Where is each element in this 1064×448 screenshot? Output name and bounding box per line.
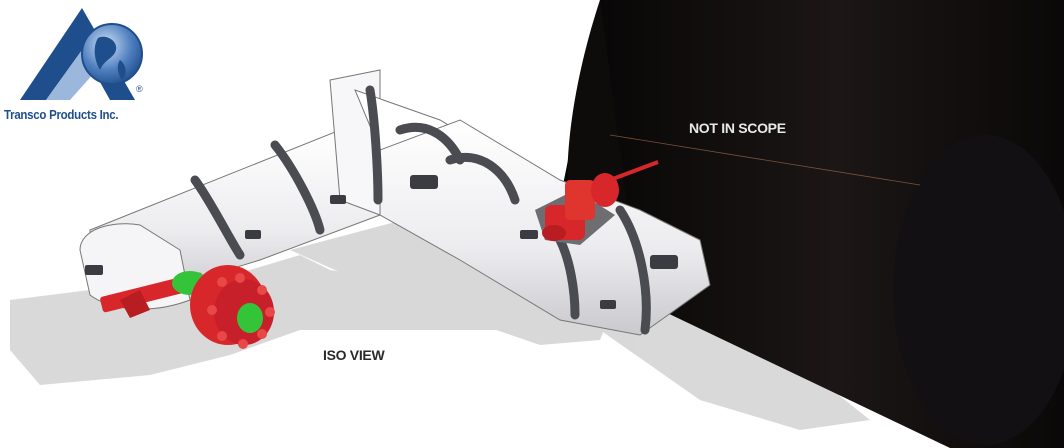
latches — [85, 175, 678, 309]
company-name: Transco Products Inc. — [4, 108, 119, 122]
registered-mark: ® — [136, 84, 143, 94]
flanged-valve — [100, 265, 275, 349]
jacket-bands — [190, 85, 651, 335]
company-logo — [20, 8, 143, 100]
relief-valve — [535, 160, 659, 245]
flange-face — [237, 303, 263, 333]
iso-view-label: ISO VIEW — [323, 347, 385, 363]
not-in-scope-label: NOT IN SCOPE — [689, 120, 786, 136]
vessel-end-cap — [893, 135, 1064, 445]
